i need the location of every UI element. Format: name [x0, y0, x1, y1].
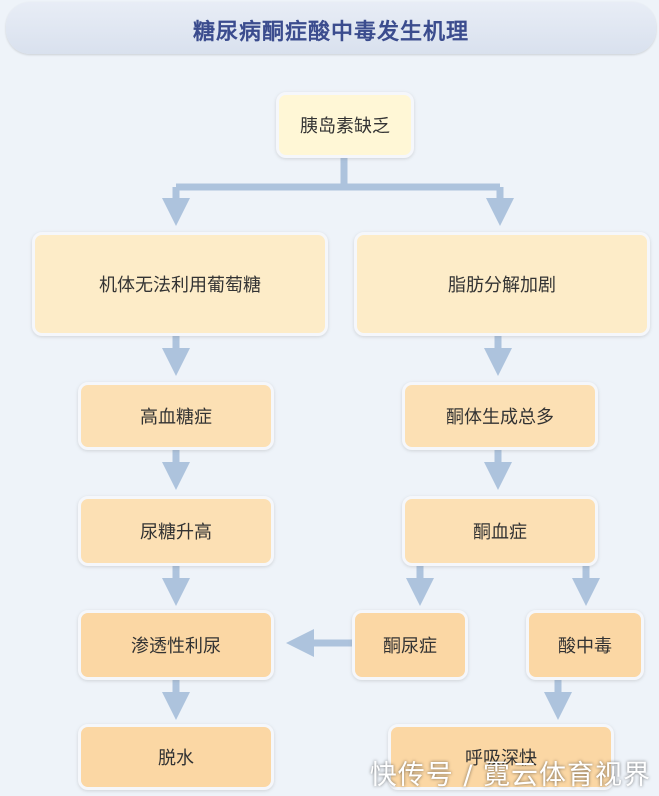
node-hyperglycemia: 高血糖症 [78, 382, 274, 450]
watermark-text: 快传号 / 霓云体育视界 [369, 760, 651, 791]
node-glycosuria: 尿糖升高 [78, 496, 274, 566]
arrow-split [176, 158, 500, 191]
node-ketone-excess: 酮体生成总多 [402, 382, 598, 450]
diagram-title: 糖尿病酮症酸中毒发生机理 [192, 20, 469, 45]
title-bar: 糖尿病酮症酸中毒发生机理 [6, 2, 656, 54]
node-glucose-unusable: 机体无法利用葡萄糖 [32, 232, 328, 336]
node-dehydration: 脱水 [78, 724, 274, 790]
node-ketonemia: 酮血症 [402, 496, 598, 566]
node-breathing: 呼吸深快 [388, 724, 614, 790]
node-insulin-deficiency: 胰岛素缺乏 [276, 92, 414, 158]
node-ketonuria: 酮尿症 [352, 610, 468, 680]
node-lipolysis: 脂肪分解加剧 [354, 232, 650, 336]
node-osmotic-diuresis: 渗透性利尿 [78, 610, 274, 680]
node-acidosis: 酸中毒 [526, 610, 644, 680]
